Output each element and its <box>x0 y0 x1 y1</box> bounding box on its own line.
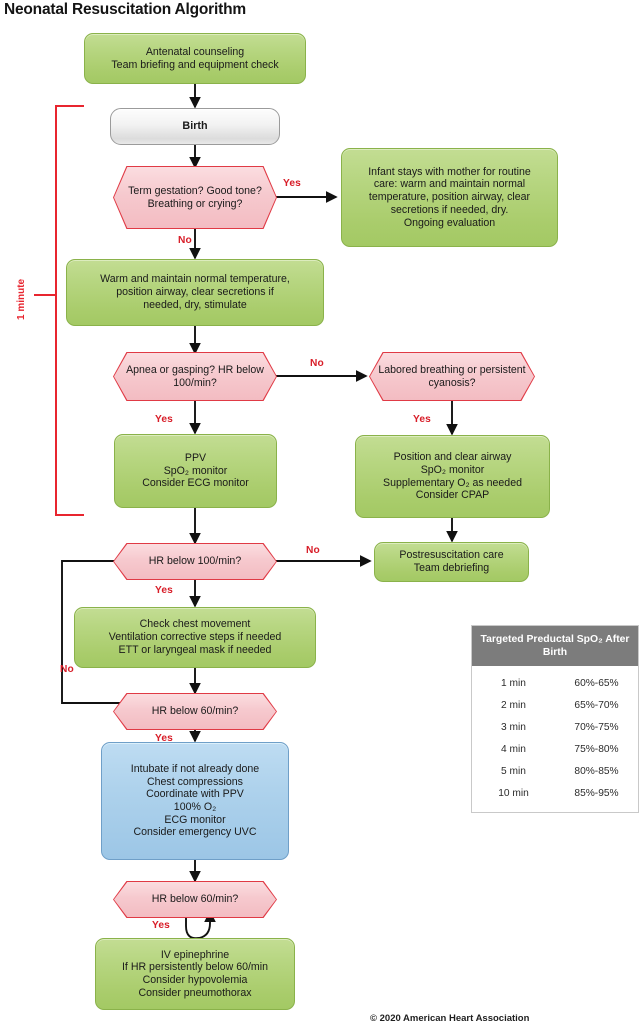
spo2-row-time: 5 min <box>501 765 526 777</box>
node-routine-care[interactable]: Infant stays with mother for routine car… <box>341 148 558 247</box>
decision-labored-breathing[interactable]: Labored breathing or persistent cyanosis… <box>370 353 534 400</box>
decision-hr-below-100[interactable]: HR below 100/min? <box>114 544 276 579</box>
node-intubate-compressions[interactable]: Intubate if not already done Chest compr… <box>101 742 289 860</box>
node-position-clear-airway[interactable]: Position and clear airway SpO₂ monitor S… <box>355 435 550 518</box>
node-postresuscitation-care-text: Postresuscitation care Team debriefing <box>399 549 504 574</box>
page-title: Neonatal Resuscitation Algorithm <box>4 1 246 18</box>
branch-label-hr60a-no: No <box>60 664 74 675</box>
timing-bracket-top <box>55 105 84 107</box>
decision-apnea-gasping[interactable]: Apnea or gasping? HR below 100/min? <box>114 353 276 400</box>
timing-bracket-label: 1 minute <box>16 278 27 320</box>
node-check-chest-movement[interactable]: Check chest movement Ventilation correct… <box>74 607 316 668</box>
decision-term-gestation[interactable]: Term gestation? Good tone? Breathing or … <box>114 167 276 228</box>
branch-label-labored-yes: Yes <box>413 414 431 425</box>
node-antenatal-counseling[interactable]: Antenatal counseling Team briefing and e… <box>84 33 306 84</box>
decision-labored-breathing-text: Labored breathing or persistent cyanosis… <box>378 363 526 389</box>
node-iv-epinephrine-text: IV epinephrine If HR persistently below … <box>121 948 269 999</box>
spo2-row-range: 65%-70% <box>574 699 619 711</box>
decision-hr-below-60-second[interactable]: HR below 60/min? <box>114 882 276 917</box>
branch-label-hr60a-yes: Yes <box>155 733 173 744</box>
spo2-row-range: 80%-85% <box>574 765 619 777</box>
node-check-chest-movement-text: Check chest movement Ventilation correct… <box>108 618 282 656</box>
spo2-row-range: 85%-95% <box>574 787 619 799</box>
decision-term-gestation-text: Term gestation? Good tone? Breathing or … <box>128 184 262 210</box>
node-ppv-text: PPV SpO₂ monitor Consider ECG monitor <box>142 451 249 490</box>
spo2-row-time: 4 min <box>501 743 526 755</box>
spo2-table-body: 1 min 60%-65% 2 min 65%-70% 3 min 70%-75… <box>472 666 638 812</box>
branch-label-hr100-yes: Yes <box>155 585 173 596</box>
decision-hr-below-100-text: HR below 100/min? <box>148 555 242 568</box>
branch-label-hr60b-yes: Yes <box>152 920 170 931</box>
timing-bracket-tick <box>34 294 57 296</box>
branch-label-apnea-no: No <box>310 358 324 369</box>
node-iv-epinephrine[interactable]: IV epinephrine If HR persistently below … <box>95 938 295 1010</box>
branch-label-term-yes: Yes <box>283 178 301 189</box>
spo2-row-range: 75%-80% <box>574 743 619 755</box>
timing-bracket-bottom <box>55 514 84 516</box>
spo2-row-range: 70%-75% <box>574 721 619 733</box>
spo2-row-time: 10 min <box>498 787 529 799</box>
spo2-table-header: Targeted Preductal SpO₂ After Birth <box>472 626 638 666</box>
spo2-row-time: 1 min <box>501 677 526 689</box>
spo2-row-time: 2 min <box>501 699 526 711</box>
decision-hr-below-60-first[interactable]: HR below 60/min? <box>114 694 276 729</box>
node-birth[interactable]: Birth <box>110 108 280 145</box>
table-row: 5 min 80%-85% <box>472 760 638 782</box>
table-row: 10 min 85%-95% <box>472 782 638 804</box>
node-ppv[interactable]: PPV SpO₂ monitor Consider ECG monitor <box>114 434 277 508</box>
node-position-clear-airway-text: Position and clear airway SpO₂ monitor S… <box>383 451 522 502</box>
table-row: 1 min 60%-65% <box>472 672 638 694</box>
decision-hr-below-60-first-text: HR below 60/min? <box>151 705 239 718</box>
spo2-target-table: Targeted Preductal SpO₂ After Birth 1 mi… <box>471 625 639 813</box>
node-antenatal-counseling-text: Antenatal counseling Team briefing and e… <box>111 45 279 71</box>
node-birth-text: Birth <box>182 120 208 133</box>
branch-label-hr100-no: No <box>306 545 320 556</box>
timing-bracket-vertical <box>55 105 57 516</box>
spo2-row-range: 60%-65% <box>574 677 619 689</box>
branch-label-term-no: No <box>178 235 192 246</box>
node-intubate-compressions-text: Intubate if not already done Chest compr… <box>130 762 260 839</box>
copyright-notice: © 2020 American Heart Association <box>370 1013 530 1024</box>
decision-hr-below-60-second-text: HR below 60/min? <box>151 893 239 906</box>
node-warm-maintain-text: Warm and maintain normal temperature, po… <box>100 273 290 311</box>
decision-apnea-gasping-text: Apnea or gasping? HR below 100/min? <box>126 363 264 389</box>
branch-label-apnea-yes: Yes <box>155 414 173 425</box>
node-warm-maintain[interactable]: Warm and maintain normal temperature, po… <box>66 259 324 326</box>
node-routine-care-text: Infant stays with mother for routine car… <box>368 165 531 229</box>
node-postresuscitation-care[interactable]: Postresuscitation care Team debriefing <box>374 542 529 582</box>
spo2-row-time: 3 min <box>501 721 526 733</box>
table-row: 4 min 75%-80% <box>472 738 638 760</box>
table-row: 3 min 70%-75% <box>472 716 638 738</box>
table-row: 2 min 65%-70% <box>472 694 638 716</box>
